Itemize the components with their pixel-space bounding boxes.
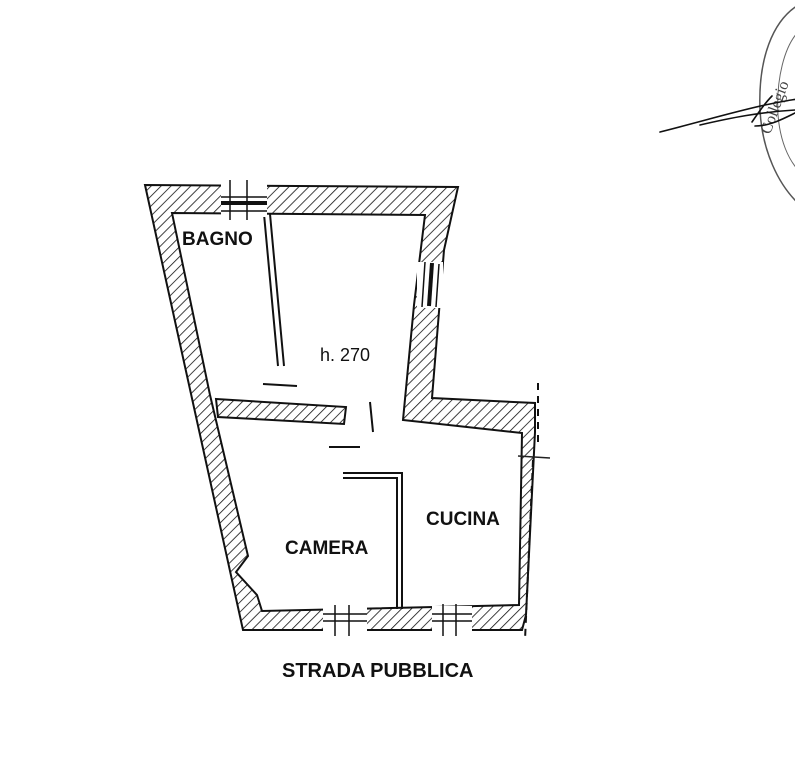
window-right — [417, 261, 443, 308]
bagno-partition — [263, 213, 285, 367]
window-bottom-right — [432, 604, 472, 636]
ceiling-height-label: h. 270 — [320, 345, 370, 365]
boundary-dashed — [524, 383, 539, 641]
window-top — [221, 180, 267, 220]
door-mark — [262, 383, 374, 448]
boundary-tick — [517, 455, 551, 459]
room-label-camera: CAMERA — [285, 538, 369, 559]
window-bottom-left — [323, 605, 367, 636]
room-label-cucina: CUCINA — [426, 509, 500, 530]
room-label-bagno: BAGNO — [182, 229, 253, 250]
street-label: STRADA PUBBLICA — [282, 660, 473, 682]
signature — [659, 95, 795, 133]
camera-cucina-partition — [343, 472, 403, 609]
interior-wall — [214, 397, 348, 426]
professional-seal: Collegio — [758, 6, 795, 202]
